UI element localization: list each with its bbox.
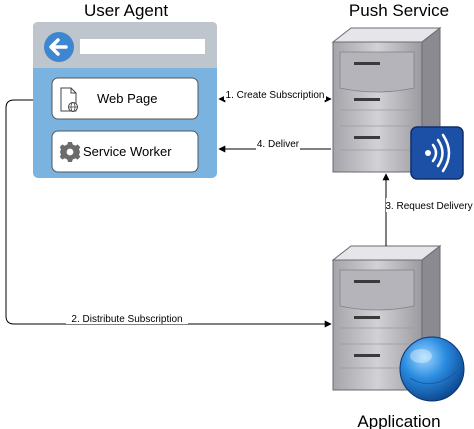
deliver-label: 4. Deliver [257, 139, 300, 150]
web-page-label: Web Page [97, 91, 157, 106]
application-title: Application [357, 412, 440, 429]
web-page-box[interactable]: Web Page [51, 77, 199, 120]
push-service-server [331, 26, 442, 174]
distribute-subscription-arrow [5, 99, 332, 328]
service-worker-box[interactable]: Service Worker [51, 130, 199, 173]
request-delivery-label: 3. Request Delivery [385, 201, 472, 212]
globe-icon [399, 336, 465, 402]
service-worker-label: Service Worker [83, 144, 172, 159]
web-page-icon [60, 87, 78, 112]
wireless-signal-icon [410, 126, 464, 180]
gear-icon [59, 142, 81, 162]
back-arrow-icon[interactable] [44, 32, 74, 62]
distribute-subscription-label: 2. Distribute Subscription [71, 314, 182, 325]
push-service-title: Push Service [349, 1, 449, 20]
create-subscription-label: 1. Create Subscription [226, 90, 325, 101]
user-agent-title: User Agent [84, 1, 168, 20]
address-bar[interactable] [80, 39, 205, 54]
